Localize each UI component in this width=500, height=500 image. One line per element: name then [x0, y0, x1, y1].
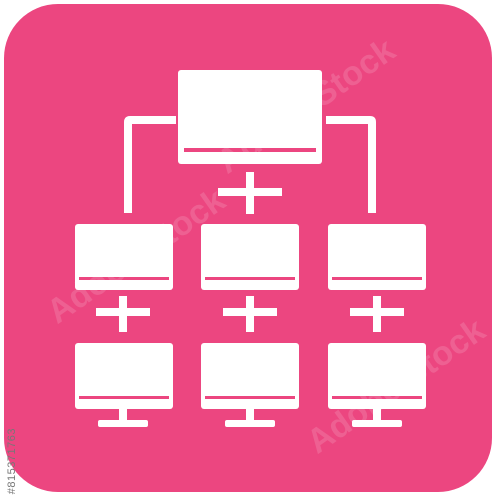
bottom-left-monitor-icon: [75, 343, 173, 427]
top-monitor-icon: [178, 70, 322, 164]
right-connector-line: [326, 116, 376, 213]
left-plus-connector-icon: [96, 296, 150, 332]
center-plus-connector-icon: [223, 296, 277, 332]
left-connector-line: [124, 116, 176, 213]
middle-right-monitor-icon: [328, 224, 426, 290]
middle-center-monitor-icon: [201, 224, 299, 290]
middle-left-monitor-icon: [75, 224, 173, 290]
stock-id-label: #815371763: [6, 427, 18, 494]
right-plus-connector-icon: [350, 296, 404, 332]
bottom-center-monitor-icon: [201, 343, 299, 427]
bottom-right-monitor-icon: [328, 343, 426, 427]
top-plus-connector-icon: [218, 172, 282, 214]
